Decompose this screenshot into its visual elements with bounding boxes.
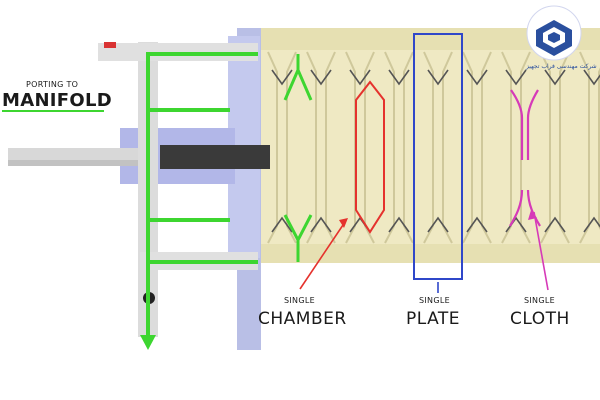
porting-label-line2: MANIFOLD [2, 90, 113, 111]
drain-notch-top [271, 69, 293, 86]
porting-arrow-icon [140, 335, 156, 350]
drain-notch-top [388, 69, 410, 86]
plate-segment [540, 51, 570, 244]
drain-notch-bottom [505, 216, 527, 233]
drain-notch-top [583, 69, 600, 86]
porting-path [146, 52, 258, 340]
plate-stack-details [267, 51, 600, 244]
cloth-leader-arrow [528, 210, 537, 220]
plate-label-small: SINGLE [419, 296, 450, 305]
cloth-label-big: CLOTH [510, 309, 570, 329]
plate-outline [413, 33, 463, 280]
plate-segment [306, 51, 336, 244]
plate-stack-bottom-edge [258, 244, 600, 263]
drain-notch-bottom [544, 216, 566, 233]
drain-notch-bottom [466, 216, 488, 233]
drain-notch-top [544, 69, 566, 86]
plate-segment [267, 51, 297, 244]
cloth-outline [509, 89, 541, 227]
porting-label-line1: PORTING TO [26, 80, 79, 89]
cloth-leader [533, 211, 549, 291]
cloth-label-small: SINGLE [524, 296, 555, 305]
drain-notch-bottom [388, 216, 410, 233]
chamber-label-big: CHAMBER [258, 309, 347, 329]
drain-notch-bottom [427, 216, 449, 233]
plate-segment [579, 51, 600, 244]
ram-rod-shade [8, 160, 158, 166]
chamber-leader [299, 221, 346, 290]
porting-fork-top [283, 54, 313, 101]
company-logo-icon [526, 5, 582, 61]
drain-notch-top [505, 69, 527, 86]
drain-notch-top [427, 69, 449, 86]
drain-notch-bottom [583, 216, 600, 233]
plate-segment [423, 51, 453, 244]
drain-notch-bottom [271, 216, 293, 233]
chamber-leader-arrow [339, 218, 348, 228]
plate-stack-top-edge [258, 28, 600, 50]
logo-text: شرکت مهندسی فراب تجهیز [526, 63, 597, 70]
chamber-outline [355, 80, 385, 234]
drain-notch-top [466, 69, 488, 86]
drain-notch-top [349, 69, 371, 86]
drain-notch-bottom [310, 216, 332, 233]
plate-segment [462, 51, 492, 244]
chamber-label-small: SINGLE [284, 296, 315, 305]
plate-label-big: PLATE [406, 309, 461, 329]
ram-cylinder [160, 145, 270, 169]
drain-notch-top [310, 69, 332, 86]
plate-segment [384, 51, 414, 244]
valve-handle-icon [104, 42, 116, 48]
porting-fork-bottom [283, 214, 313, 262]
